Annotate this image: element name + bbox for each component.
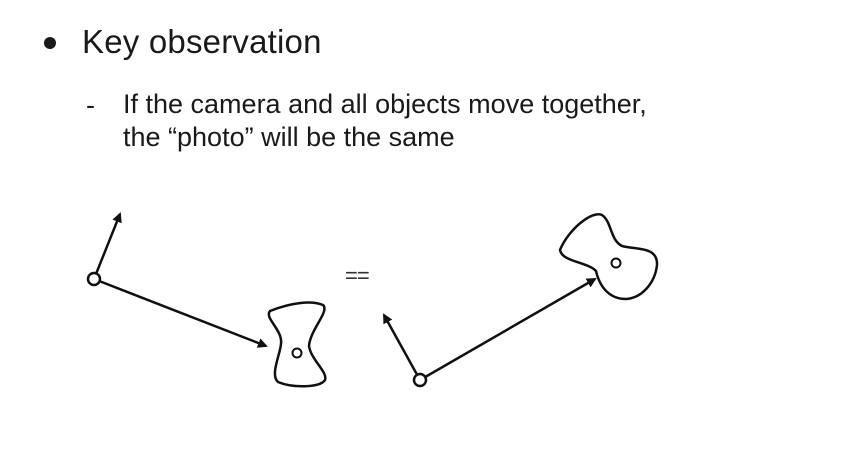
right-object-blob: [558, 213, 659, 301]
equals-sign: ==: [345, 263, 370, 288]
left-camera-forward-arrow: [93, 277, 268, 348]
right-object-point: [610, 257, 622, 269]
right-camera-center-icon: [412, 372, 428, 388]
bullet-dot-icon: [44, 37, 56, 49]
right-scene: [382, 213, 659, 388]
left-object-blob: [267, 301, 327, 388]
left-camera-up-arrow: [92, 212, 122, 280]
bullet-heading: Key observation: [82, 23, 322, 60]
sub-bullet-dash: -: [86, 90, 95, 120]
right-camera-up-arrow: [382, 313, 422, 381]
right-camera-forward-arrow: [419, 277, 597, 382]
left-scene: [86, 212, 327, 388]
left-object-point: [291, 347, 303, 359]
sub-bullet-line-2: the “photo” will be the same: [123, 122, 455, 152]
sub-bullet-text: If the camera and all objects move toget…: [123, 88, 783, 154]
bullet-item: Key observation: [44, 22, 322, 62]
left-camera-center-icon: [86, 271, 102, 287]
sub-bullet-line-1: If the camera and all objects move toget…: [123, 89, 647, 119]
